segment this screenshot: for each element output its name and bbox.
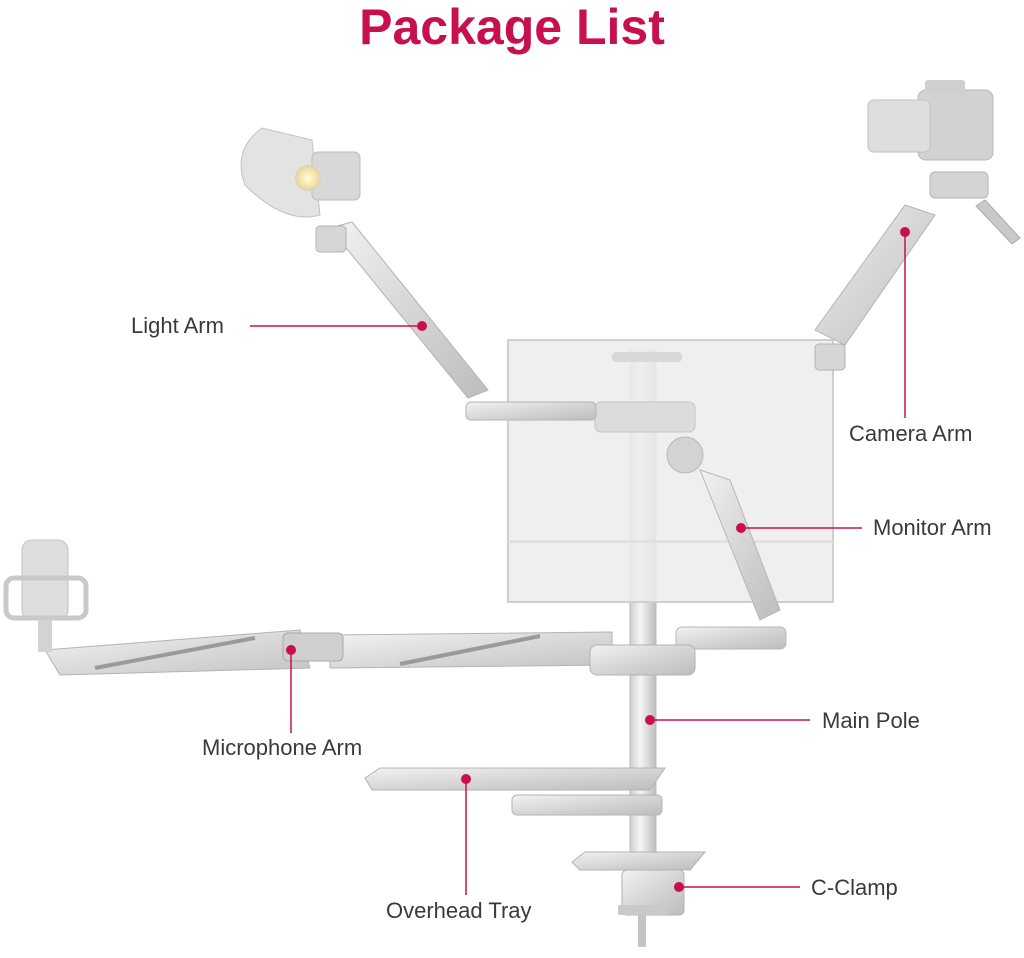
camera-arm-dot: [900, 227, 910, 237]
light-arm-label: Light Arm: [131, 313, 224, 338]
light-arm-dot: [417, 321, 427, 331]
camera-body: [867, 80, 994, 161]
monitor-arm-label: Monitor Arm: [873, 515, 992, 540]
microphone-arm-part: [44, 629, 696, 676]
main-pole-dot: [645, 715, 655, 725]
c-clamp-dot: [674, 882, 684, 892]
camera-arm-part: [814, 171, 1021, 371]
page-title: Package List: [359, 0, 665, 55]
overhead-tray-part: [364, 767, 666, 816]
monitor-part: [507, 339, 834, 603]
monitor-arm-dot: [736, 523, 746, 533]
light-arm-part: [315, 221, 597, 421]
microphone-arm-dot: [286, 645, 296, 655]
main-pole-label: Main Pole: [822, 708, 920, 733]
monitor-arm-part: [675, 469, 787, 650]
callouts: [250, 227, 910, 895]
microphone-arm-label: Microphone Arm: [202, 735, 363, 760]
camera-arm-label: Camera Arm: [849, 421, 973, 446]
microphone-body: [3, 539, 89, 652]
overhead-tray-dot: [461, 774, 471, 784]
overhead-tray-label: Overhead Tray: [386, 898, 532, 923]
c-clamp-part: [571, 851, 707, 947]
c-clamp-label: C-Clamp: [811, 875, 898, 900]
light-fixture: [240, 127, 361, 218]
